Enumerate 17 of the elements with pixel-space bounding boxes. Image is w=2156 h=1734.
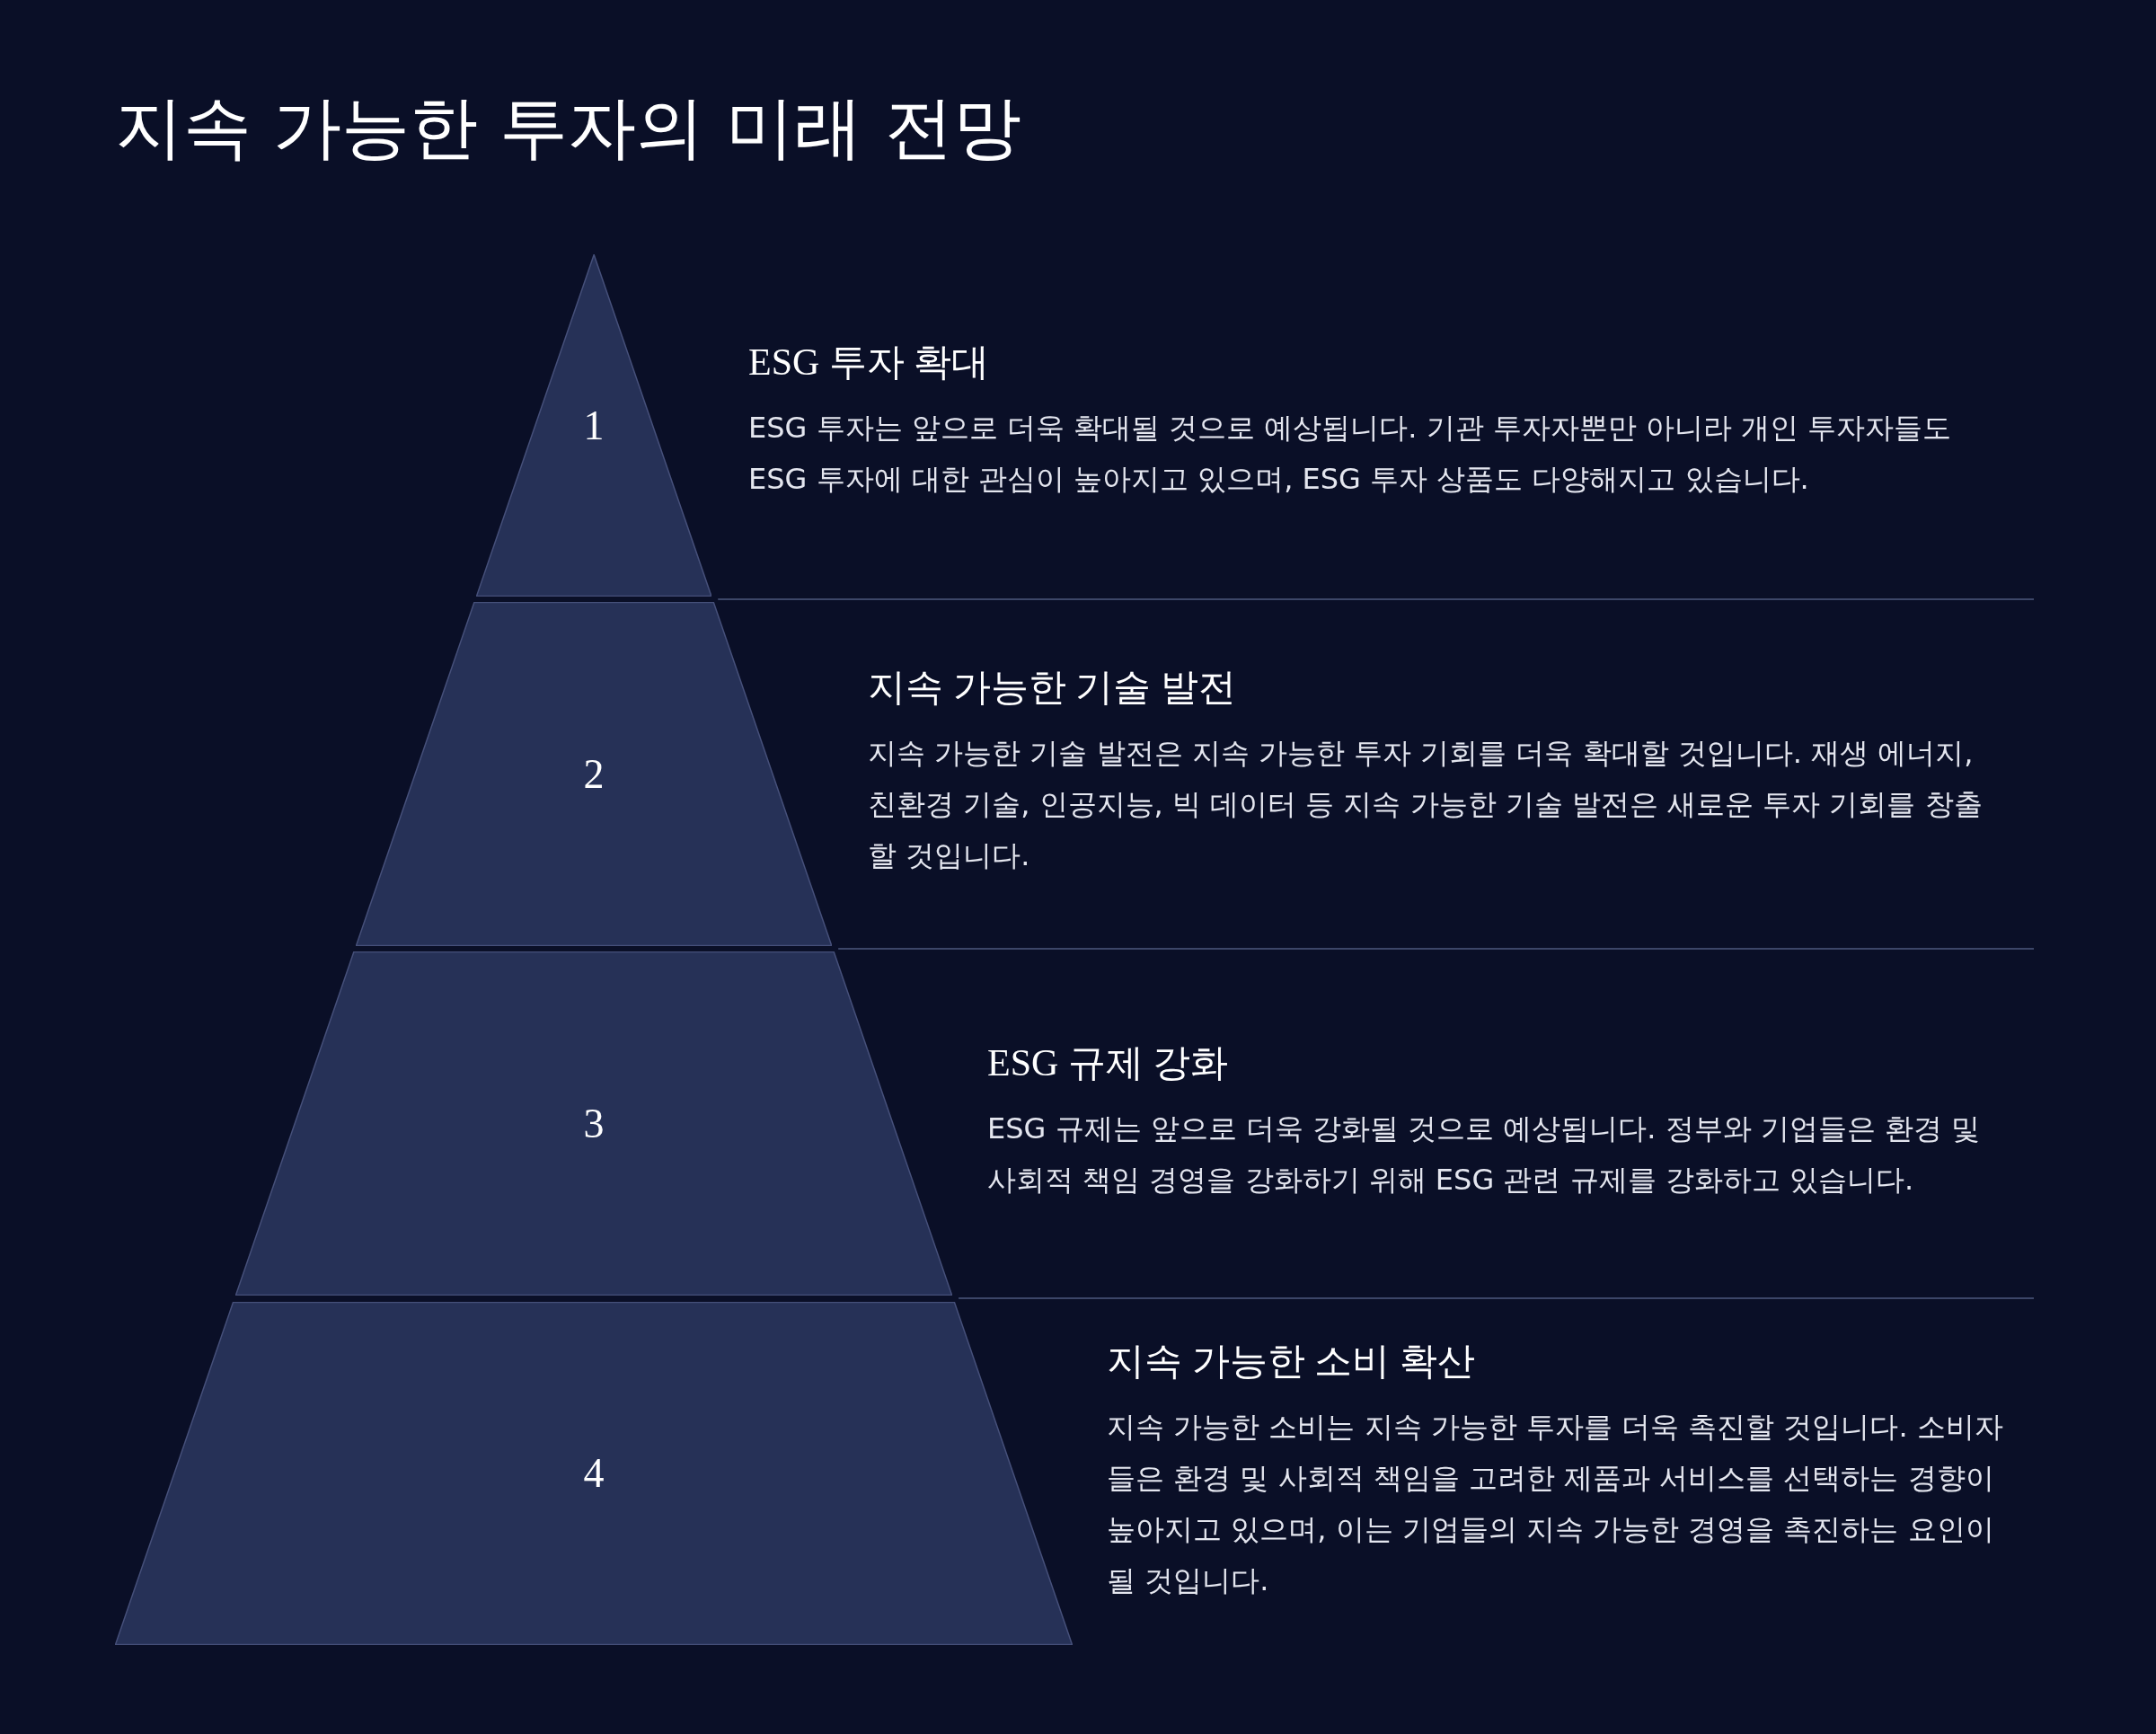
tier-description: ESG 규제는 앞으로 더욱 강화될 것으로 예상됩니다. 정부와 기업들은 환경 및 사회적 책임 경영을 강화하기 위해 ESG 관련 규제를 강화하고 있습니다.	[987, 1110, 1982, 1199]
tier-number: 4	[583, 1453, 605, 1494]
title: 지속 가능한 투자의 미래 전망	[115, 90, 1021, 165]
tier-number: 2	[583, 753, 605, 795]
tier-description: 지속 가능한 기술 발전은 지속 가능한 투자 기회를 더욱 확대할 것입니다. 재생 에너지, 친환경 기술, 인공지능, 빅 데이터 등 지속 가능한 기술 발전은 새로운 투자 기회를 창출할 것입니다.	[868, 735, 1984, 874]
tier-number: 1	[583, 404, 605, 447]
pyramid-tier	[475, 254, 712, 597]
tier-description: 지속 가능한 소비는 지속 가능한 투자를 더욱 촉진할 것입니다. 소비자들은 환경 및 사회적 책임을 고려한 제품과 서비스를 선택하는 경향이 높아지고 있으며, 이는 기업들의 지속 가능한 경영을 촉진하는 요인이 될 것입니다.	[1107, 1409, 2004, 1599]
tier-description: ESG 투자는 앞으로 더욱 확대될 것으로 예상됩니다. 기관 투자자뿐만 아니라 개인 투자자들도 ESG 투자에 대한 관심이 높아지고 있으며, ESG 투자 상품도 다양해지고 있습니다.	[748, 410, 1953, 498]
pyramid-tier	[355, 602, 833, 946]
tier-heading: 지속 가능한 소비 확산	[1107, 1340, 1475, 1384]
tier-heading: ESG 투자 확대	[748, 341, 990, 385]
pyramid-tier	[234, 951, 953, 1296]
tier-heading: ESG 규제 강화	[987, 1041, 1229, 1085]
pyramid-tier	[115, 1302, 1073, 1645]
tier-number: 3	[583, 1102, 605, 1145]
tier-heading: 지속 가능한 기술 발전	[868, 666, 1236, 710]
